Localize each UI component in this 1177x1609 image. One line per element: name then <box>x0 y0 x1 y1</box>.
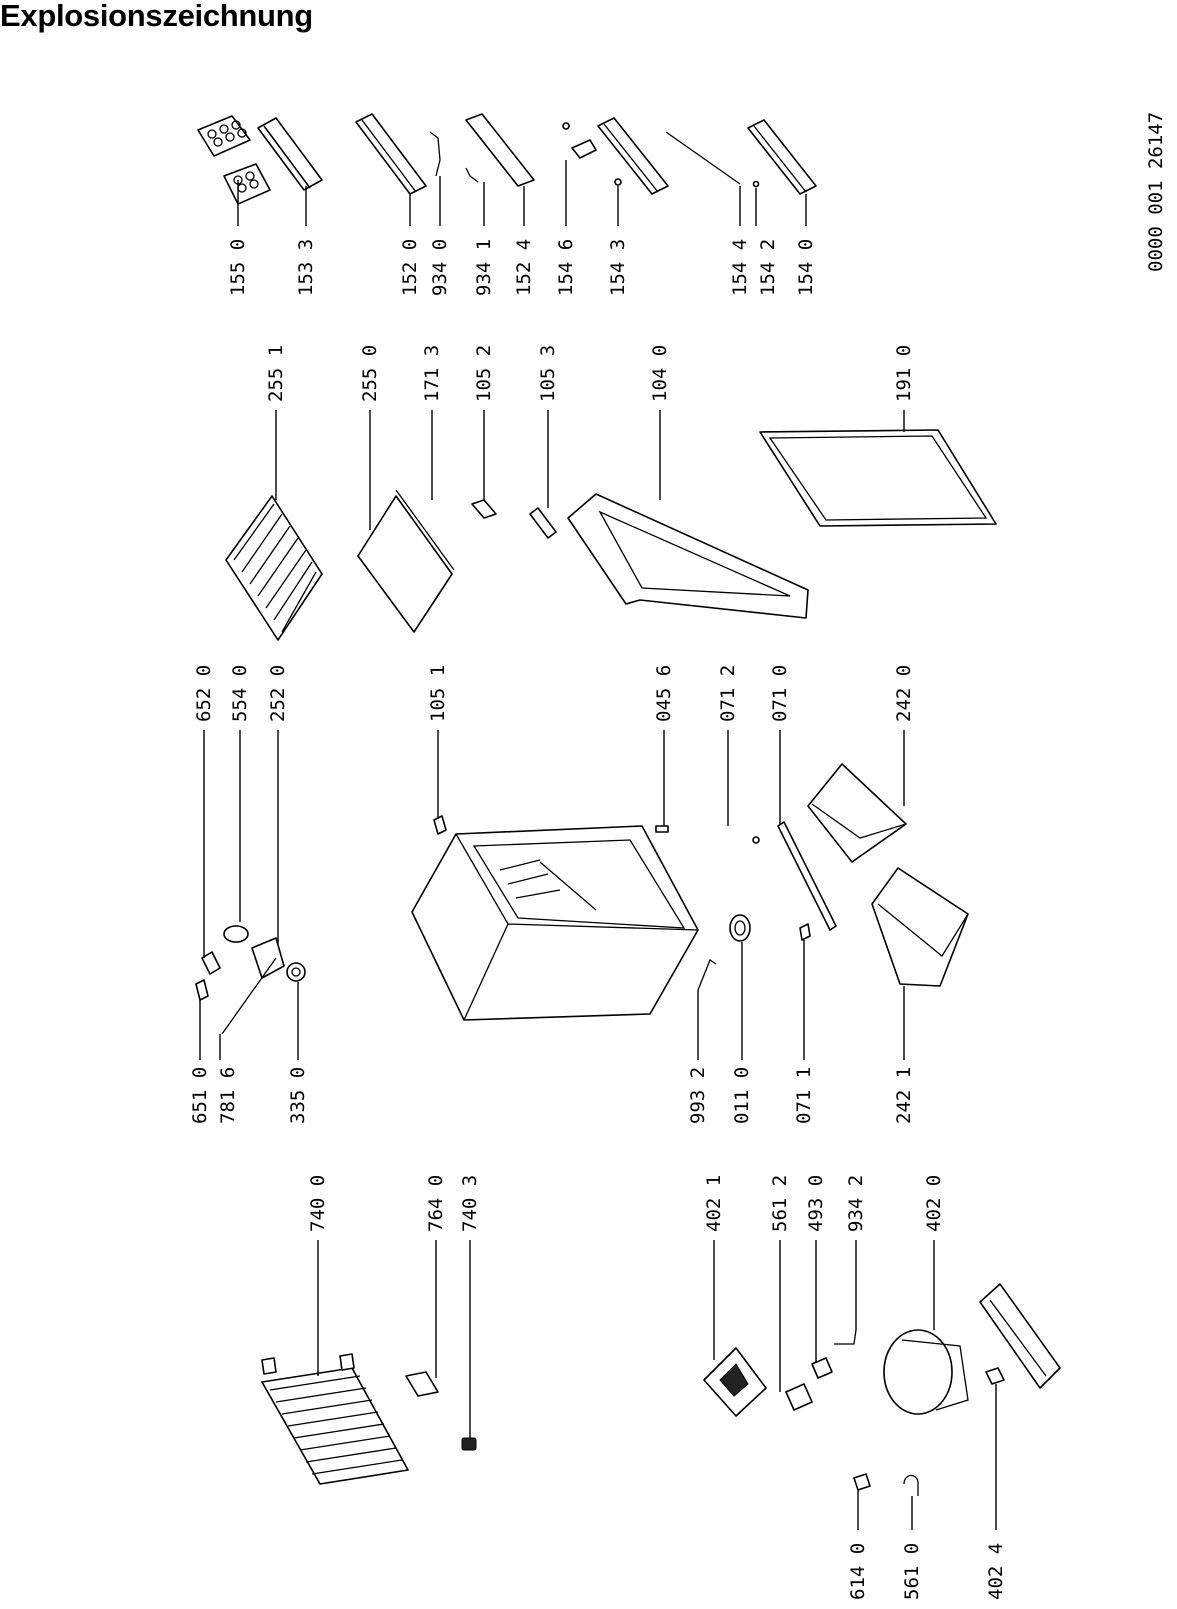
pin-045-6 <box>655 825 669 833</box>
callout-402-0: 402 0 <box>923 1175 945 1232</box>
door-shelf-152 <box>355 113 427 195</box>
callout-740-0: 740 0 <box>307 1175 329 1232</box>
callouts-row-1: 155 0 153 3 152 0 934 0 934 1 152 4 154 … <box>227 239 817 296</box>
callout-154-0: 154 0 <box>795 239 817 296</box>
callout-934-1: 934 1 <box>473 239 495 296</box>
callout-152-4: 152 4 <box>513 239 535 296</box>
hinge-105-1 <box>433 815 447 835</box>
callout-011-0: 011 0 <box>731 1067 753 1124</box>
callout-154-3: 154 3 <box>607 239 629 296</box>
callout-071-0: 071 0 <box>769 665 791 722</box>
egg-tray-part <box>197 115 271 205</box>
screw-071-2 <box>752 836 760 844</box>
callout-191-0: 191 0 <box>893 345 915 402</box>
callout-071-2: 071 2 <box>717 665 739 722</box>
callout-154-6: 154 6 <box>555 239 577 296</box>
callout-781-6: 781 6 <box>217 1067 239 1124</box>
callout-071-1: 071 1 <box>793 1067 815 1124</box>
document-number: 0000 001 26147 <box>1145 112 1167 272</box>
vegetable-drawer-242-1 <box>871 867 969 987</box>
wire-shelf-255-1 <box>225 495 323 641</box>
door-shelf-154-0 <box>747 119 817 195</box>
callout-104-0: 104 0 <box>649 345 671 402</box>
callout-171-3: 171 3 <box>421 345 443 402</box>
glass-shelf-255-0 <box>357 489 455 633</box>
callout-934-0: 934 0 <box>429 239 451 296</box>
bracket-154-6 <box>571 139 597 159</box>
callout-153-3: 153 3 <box>295 239 317 296</box>
cabinet-body <box>411 825 699 1021</box>
callout-764-0: 764 0 <box>425 1175 447 1232</box>
callout-561-0: 561 0 <box>901 1543 923 1600</box>
condenser-740-0 <box>261 1353 409 1485</box>
rod-154-4 <box>665 131 741 185</box>
mounting-rail-402-4 <box>979 1283 1061 1389</box>
callout-255-0: 255 0 <box>359 345 381 402</box>
door-shelf-154-3 <box>597 117 669 195</box>
callout-155-0: 155 0 <box>227 239 249 296</box>
relay-561-2 <box>785 1383 813 1411</box>
callout-651-0: 651 0 <box>189 1067 211 1124</box>
thermostat-assembly <box>195 925 306 1035</box>
leader-lines-row-4 <box>317 1240 997 1530</box>
overload-493-0 <box>811 1357 833 1379</box>
wire-clip-934-1 <box>465 167 479 183</box>
callout-493-0: 493 0 <box>805 1175 827 1232</box>
cable-993-2 <box>697 959 717 991</box>
callout-614-0: 614 0 <box>847 1543 869 1600</box>
callout-152-0: 152 0 <box>399 239 421 296</box>
callout-105-2: 105 2 <box>473 345 495 402</box>
part-614-0 <box>853 1473 871 1491</box>
callouts-row-3: 652 0 554 0 252 0 105 1 045 6 071 2 071 … <box>189 665 915 1124</box>
callout-402-1: 402 1 <box>703 1175 725 1232</box>
control-box-402-1 <box>703 1347 767 1417</box>
callout-255-1: 255 1 <box>265 345 287 402</box>
wire-clip-934-0 <box>429 131 441 177</box>
callout-554-0: 554 0 <box>229 665 251 722</box>
pin-154-2 <box>752 180 760 188</box>
grommet-740-3 <box>461 1437 477 1451</box>
pin-154-top <box>562 122 570 130</box>
callout-561-2: 561 2 <box>769 1175 791 1232</box>
clip-402-4 <box>985 1367 1005 1385</box>
callout-154-2: 154 2 <box>757 239 779 296</box>
callout-335-0: 335 0 <box>287 1067 309 1124</box>
callout-402-4: 402 4 <box>985 1543 1007 1600</box>
callout-242-0: 242 0 <box>893 665 915 722</box>
pin-154-3 <box>614 178 622 186</box>
leader-lines-row-1 <box>237 160 807 226</box>
hinge-105-2 <box>471 499 497 519</box>
callout-252-0: 252 0 <box>267 665 289 722</box>
door-shelf-153 <box>257 117 323 191</box>
callout-154-4: 154 4 <box>729 239 751 296</box>
cable-934-2 <box>834 1329 857 1345</box>
leader-lines-row-2 <box>275 410 905 530</box>
callout-993-2: 993 2 <box>687 1067 709 1124</box>
callout-934-2: 934 2 <box>845 1175 867 1232</box>
door-frame-104-0 <box>567 493 809 619</box>
page-title: Explosionszeichnung <box>0 0 313 33</box>
vegetable-drawer-242-0 <box>807 763 907 863</box>
hinge-bar-071-0 <box>777 821 837 931</box>
leader-lines-row-3 <box>199 730 905 1060</box>
cover-071-1 <box>799 923 811 941</box>
callouts-row-2: 255 1 255 0 171 3 105 2 105 3 104 0 191 … <box>265 345 915 402</box>
callout-740-3: 740 3 <box>459 1175 481 1232</box>
callouts-row-4: 740 0 764 0 740 3 402 1 561 2 493 0 934 … <box>307 1175 1007 1600</box>
callout-105-3: 105 3 <box>537 345 559 402</box>
hinge-105-3 <box>529 507 557 539</box>
callout-105-1: 105 1 <box>427 665 449 722</box>
compressor-402-0 <box>883 1329 969 1415</box>
part-561-0 <box>903 1474 919 1496</box>
callout-045-6: 045 6 <box>653 665 675 722</box>
light-cover-011-0 <box>729 914 751 942</box>
callout-242-1: 242 1 <box>893 1067 915 1124</box>
door-gasket-191-0 <box>759 429 997 527</box>
drier-764-0 <box>405 1371 439 1397</box>
door-shelf-152-4 <box>465 113 535 187</box>
callout-652-0: 652 0 <box>193 665 215 722</box>
